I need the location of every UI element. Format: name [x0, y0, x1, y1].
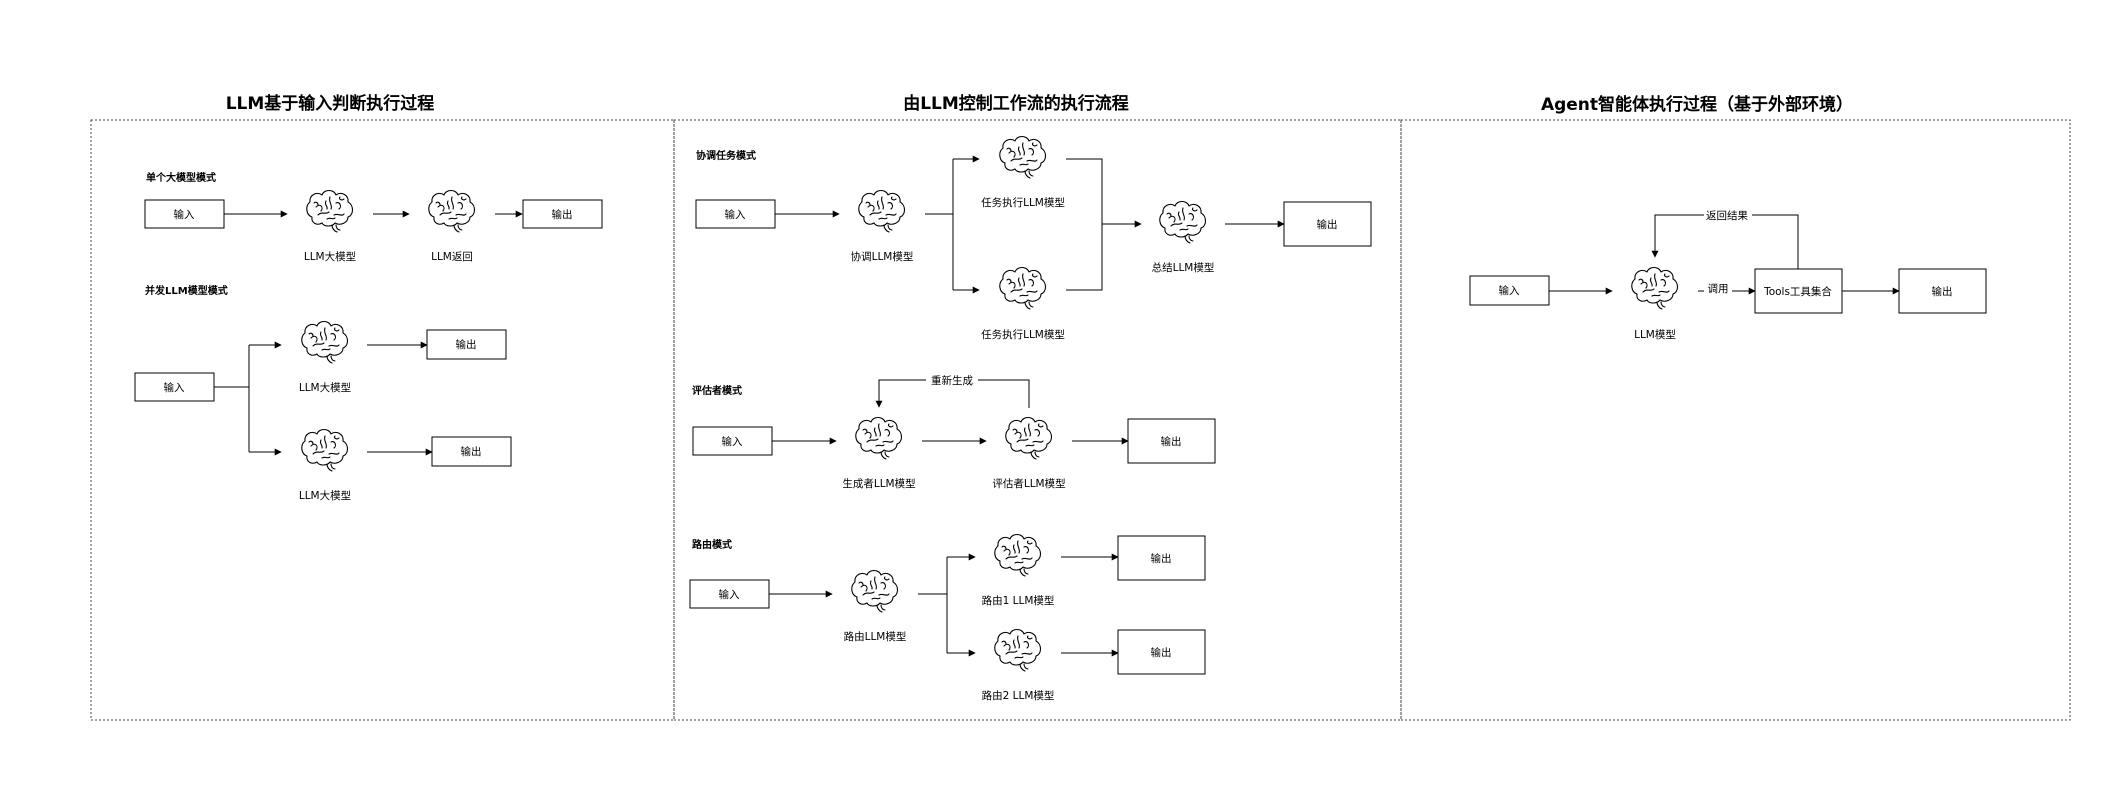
single-input-box[interactable]: [144, 199, 225, 229]
panel-middle-frame: [673, 119, 1402, 721]
parallel-output-box-2[interactable]: [431, 436, 512, 467]
panel-middle-title: 由LLM控制工作流的执行流程: [903, 93, 1129, 114]
section-parallel-title: 并发LLM模型模式: [145, 284, 228, 297]
brain-icon: [994, 628, 1042, 672]
coord-task-label-2: 任务执行LLM模型: [981, 328, 1065, 341]
eval-input-text: 输入: [722, 435, 743, 448]
parallel-split-line: [214, 345, 250, 452]
parallel-output-text-1: 输出: [456, 338, 477, 351]
agent-input-text: 输入: [1499, 284, 1521, 297]
route1-label: 路由1 LLM模型: [982, 594, 1055, 607]
single-input-text: 输入: [174, 208, 195, 221]
brain-icon: [1005, 416, 1053, 460]
brain-icon: [851, 569, 899, 613]
section-evaluator-title: 评估者模式: [692, 384, 742, 397]
single-return-label: LLM返回: [431, 251, 473, 263]
agent-input-box[interactable]: [1469, 275, 1550, 306]
agent-return-label: 返回结果: [1706, 209, 1748, 222]
brain-icon: [1159, 200, 1207, 244]
single-output-text: 输出: [552, 208, 573, 221]
coord-llm-label: 协调LLM模型: [851, 250, 914, 263]
agent-llm-label: LLM模型: [1634, 328, 1676, 341]
section-routing-title: 路由模式: [692, 538, 732, 551]
coord-summary-label: 总结LLM模型: [1152, 261, 1215, 274]
eval-regenerate-label: 重新生成: [931, 374, 973, 387]
coord-merge-line: [1066, 158, 1103, 291]
coord-task-label-1: 任务执行LLM模型: [981, 196, 1065, 209]
eval-regenerate-bg: [926, 372, 978, 388]
eval-input-box[interactable]: [692, 426, 773, 456]
panel-right-frame: [1400, 119, 2071, 721]
route-output-text-2: 输出: [1151, 646, 1172, 659]
brain-icon: [1631, 266, 1679, 310]
coord-output-text: 输出: [1317, 218, 1338, 231]
route-llm-label: 路由LLM模型: [844, 630, 907, 643]
route-input-box[interactable]: [689, 579, 770, 609]
agent-tools-text: Tools工具集合: [1763, 285, 1832, 298]
parallel-llm-label-1: LLM大模型: [299, 381, 351, 394]
brain-icon: [999, 135, 1047, 179]
agent-output-text: 输出: [1932, 285, 1953, 298]
route-split-line: [918, 557, 948, 653]
coord-split-line: [925, 159, 954, 290]
eval-eval-label: 评估者LLM模型: [992, 477, 1065, 490]
agent-call-bg: [1704, 281, 1732, 295]
brain-icon: [994, 533, 1042, 577]
panel-left-title: LLM基于输入判断执行过程: [226, 93, 435, 114]
eval-output-box[interactable]: [1127, 418, 1216, 464]
brain-icon: [306, 189, 354, 233]
single-output-box[interactable]: [522, 199, 603, 229]
agent-return-bg: [1704, 207, 1752, 223]
route-output-box-2[interactable]: [1117, 629, 1206, 675]
brain-icon: [999, 266, 1047, 310]
parallel-output-box-1[interactable]: [426, 329, 507, 360]
route-input-text: 输入: [719, 588, 740, 601]
parallel-output-text-2: 输出: [461, 445, 482, 458]
route-output-text-1: 输出: [1151, 552, 1172, 565]
panel-right-title: Agent智能体执行过程（基于外部环境）: [1541, 94, 1853, 115]
coord-input-text: 输入: [725, 208, 746, 221]
agent-call-label: 调用: [1708, 283, 1729, 295]
coord-output-box[interactable]: [1283, 201, 1372, 247]
agent-return-line: [1651, 214, 1799, 269]
eval-output-text: 输出: [1161, 435, 1182, 448]
route2-label: 路由2 LLM模型: [982, 689, 1055, 702]
route-output-box-1[interactable]: [1117, 535, 1206, 581]
single-llm-label: LLM大模型: [304, 250, 356, 263]
section-coordinate-title: 协调任务模式: [696, 149, 756, 162]
parallel-input-text: 输入: [164, 381, 185, 394]
brain-icon: [301, 428, 349, 472]
eval-gen-label: 生成者LLM模型: [842, 477, 915, 490]
brain-icon: [855, 416, 903, 460]
agent-output-box[interactable]: [1898, 268, 1987, 314]
parallel-llm-label-2: LLM大模型: [299, 489, 351, 502]
brain-icon: [428, 189, 476, 233]
brain-icon: [301, 320, 349, 364]
brain-icon: [858, 189, 906, 233]
section-single-title: 单个大模型模式: [146, 171, 216, 184]
panel-left-frame: [90, 119, 675, 721]
